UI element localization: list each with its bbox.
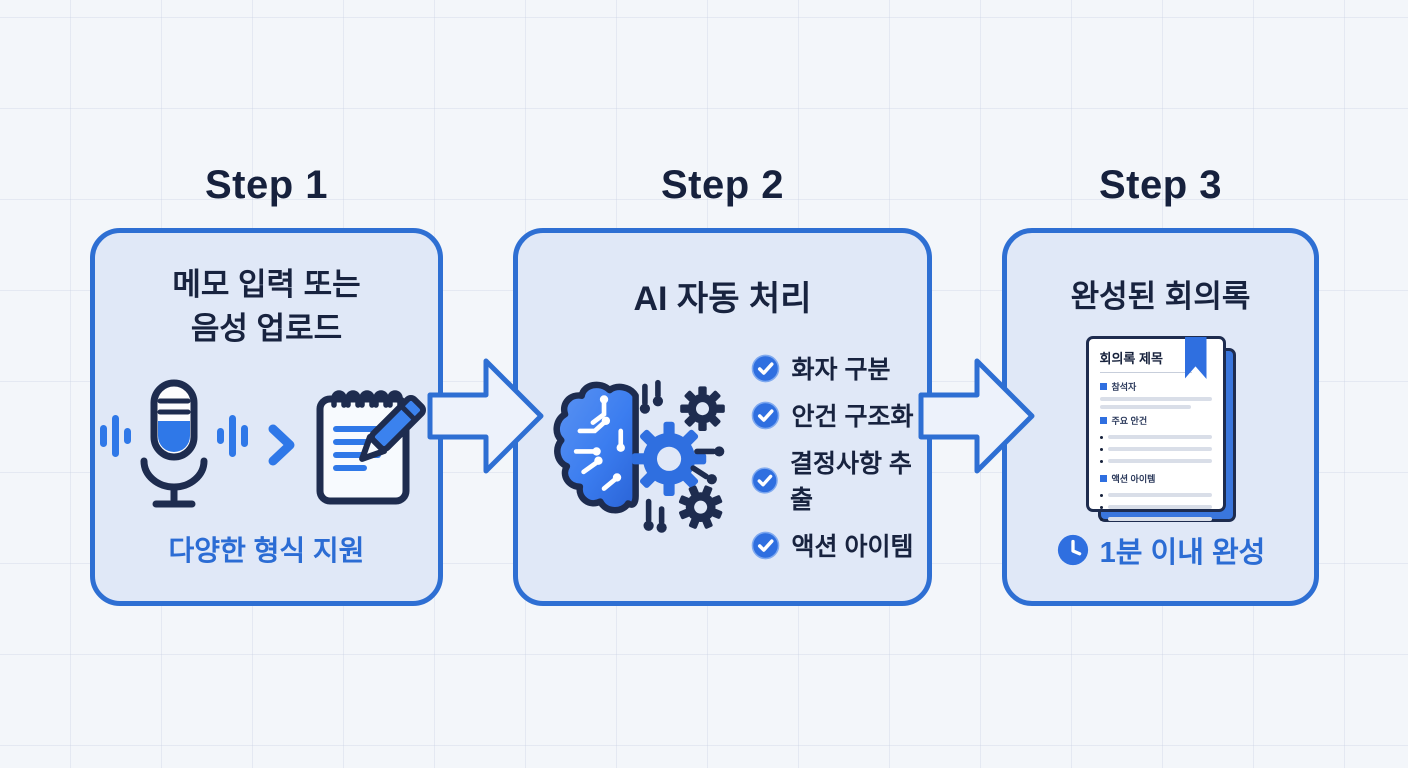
document-bullet-row	[1099, 489, 1212, 501]
document-section-label: 참석자	[1099, 380, 1212, 393]
document-text-line	[1099, 397, 1212, 401]
meeting-minutes-document-icon: 회의록 제목 참석자 주요 안건	[1085, 336, 1236, 522]
section-label-text: 액션 아이템	[1111, 474, 1156, 484]
bullet-dot	[1099, 459, 1103, 463]
document-text-line	[1107, 459, 1212, 463]
checklist-item-label: 액션 아이템	[791, 533, 914, 561]
step2-title: AI 자동 처리	[633, 280, 812, 318]
document-section-label: 액션 아이템	[1099, 472, 1212, 485]
step2-label: Step 2	[660, 163, 785, 207]
checklist-item: 액션 아이템	[751, 527, 927, 563]
arrow-step2-to-step3	[918, 358, 1035, 474]
section-bullet-square	[1099, 417, 1107, 424]
check-circle-icon	[751, 401, 779, 429]
brain-circuit-gears-icon	[553, 379, 725, 533]
step1-card: 메모 입력 또는 음성 업로드	[90, 228, 443, 606]
bookmark-ribbon-icon	[1184, 337, 1207, 379]
step3-caption-text: 1분 이내 완성	[1099, 537, 1266, 569]
document-bullet-row	[1099, 431, 1212, 443]
section-bullet-square	[1099, 475, 1107, 482]
notepad-pen-icon	[316, 390, 426, 505]
document-bullet-row	[1099, 455, 1212, 467]
section-bullet-square	[1099, 383, 1107, 390]
checklist-item: 결정사항 추출	[751, 444, 927, 516]
document-text-line	[1107, 447, 1212, 451]
section-label-text: 참석자	[1111, 382, 1137, 392]
checklist-item-label: 화자 구분	[791, 356, 891, 384]
check-circle-icon	[751, 354, 779, 382]
document-bullet-row	[1099, 501, 1212, 513]
step1-title: 메모 입력 또는 음성 업로드	[95, 263, 438, 351]
document-text-line	[1107, 505, 1212, 509]
checklist-item: 안건 구조화	[751, 397, 927, 433]
document-text-line	[1107, 493, 1212, 497]
arrow-step1-to-step2	[427, 358, 544, 474]
step1-label: Step 1	[204, 163, 329, 207]
chevron-right-icon	[268, 424, 294, 466]
step1-icon-row	[95, 377, 438, 513]
document-section-label: 주요 안건	[1099, 414, 1212, 427]
step3-label: Step 3	[1098, 163, 1223, 207]
document-front-card: 회의록 제목 참석자 주요 안건	[1085, 336, 1226, 521]
step1-title-line2: 음성 업로드	[190, 311, 343, 347]
step1-title-line1: 메모 입력 또는	[172, 267, 361, 302]
bullet-dot	[1099, 447, 1103, 451]
document-text-line	[1107, 517, 1212, 521]
document-title: 회의록 제목	[1099, 351, 1163, 366]
bullet-dot	[1099, 517, 1103, 521]
step2-card: AI 자동 처리	[513, 228, 932, 606]
step3-card: 완성된 회의록 회의록 제목 참석자 주요 안건	[1002, 228, 1319, 606]
document-bullet-row	[1099, 443, 1212, 455]
clock-icon	[1057, 534, 1088, 566]
bullet-dot	[1099, 435, 1103, 439]
checklist-item-label: 안건 구조화	[791, 403, 914, 431]
step3-caption: 1분 이내 완성	[1007, 529, 1314, 571]
microphone-soundwave-icon	[99, 379, 248, 508]
step3-title: 완성된 회의록	[1070, 279, 1251, 314]
document-bullet-row	[1099, 513, 1212, 525]
check-circle-icon	[751, 531, 779, 559]
ai-feature-checklist: 화자 구분 안건 구조화 결정사항 추출	[751, 350, 927, 563]
checklist-item-label: 결정사항 추출	[789, 450, 912, 514]
step1-caption: 다양한 형식 지원	[168, 535, 365, 566]
document-text-line	[1099, 405, 1192, 409]
section-label-text: 주요 안건	[1111, 416, 1148, 426]
check-circle-icon	[751, 466, 778, 494]
document-divider	[1099, 372, 1192, 373]
bullet-dot	[1099, 493, 1103, 497]
document-text-line	[1107, 435, 1212, 439]
checklist-item: 화자 구분	[751, 350, 927, 386]
bullet-dot	[1099, 505, 1103, 509]
